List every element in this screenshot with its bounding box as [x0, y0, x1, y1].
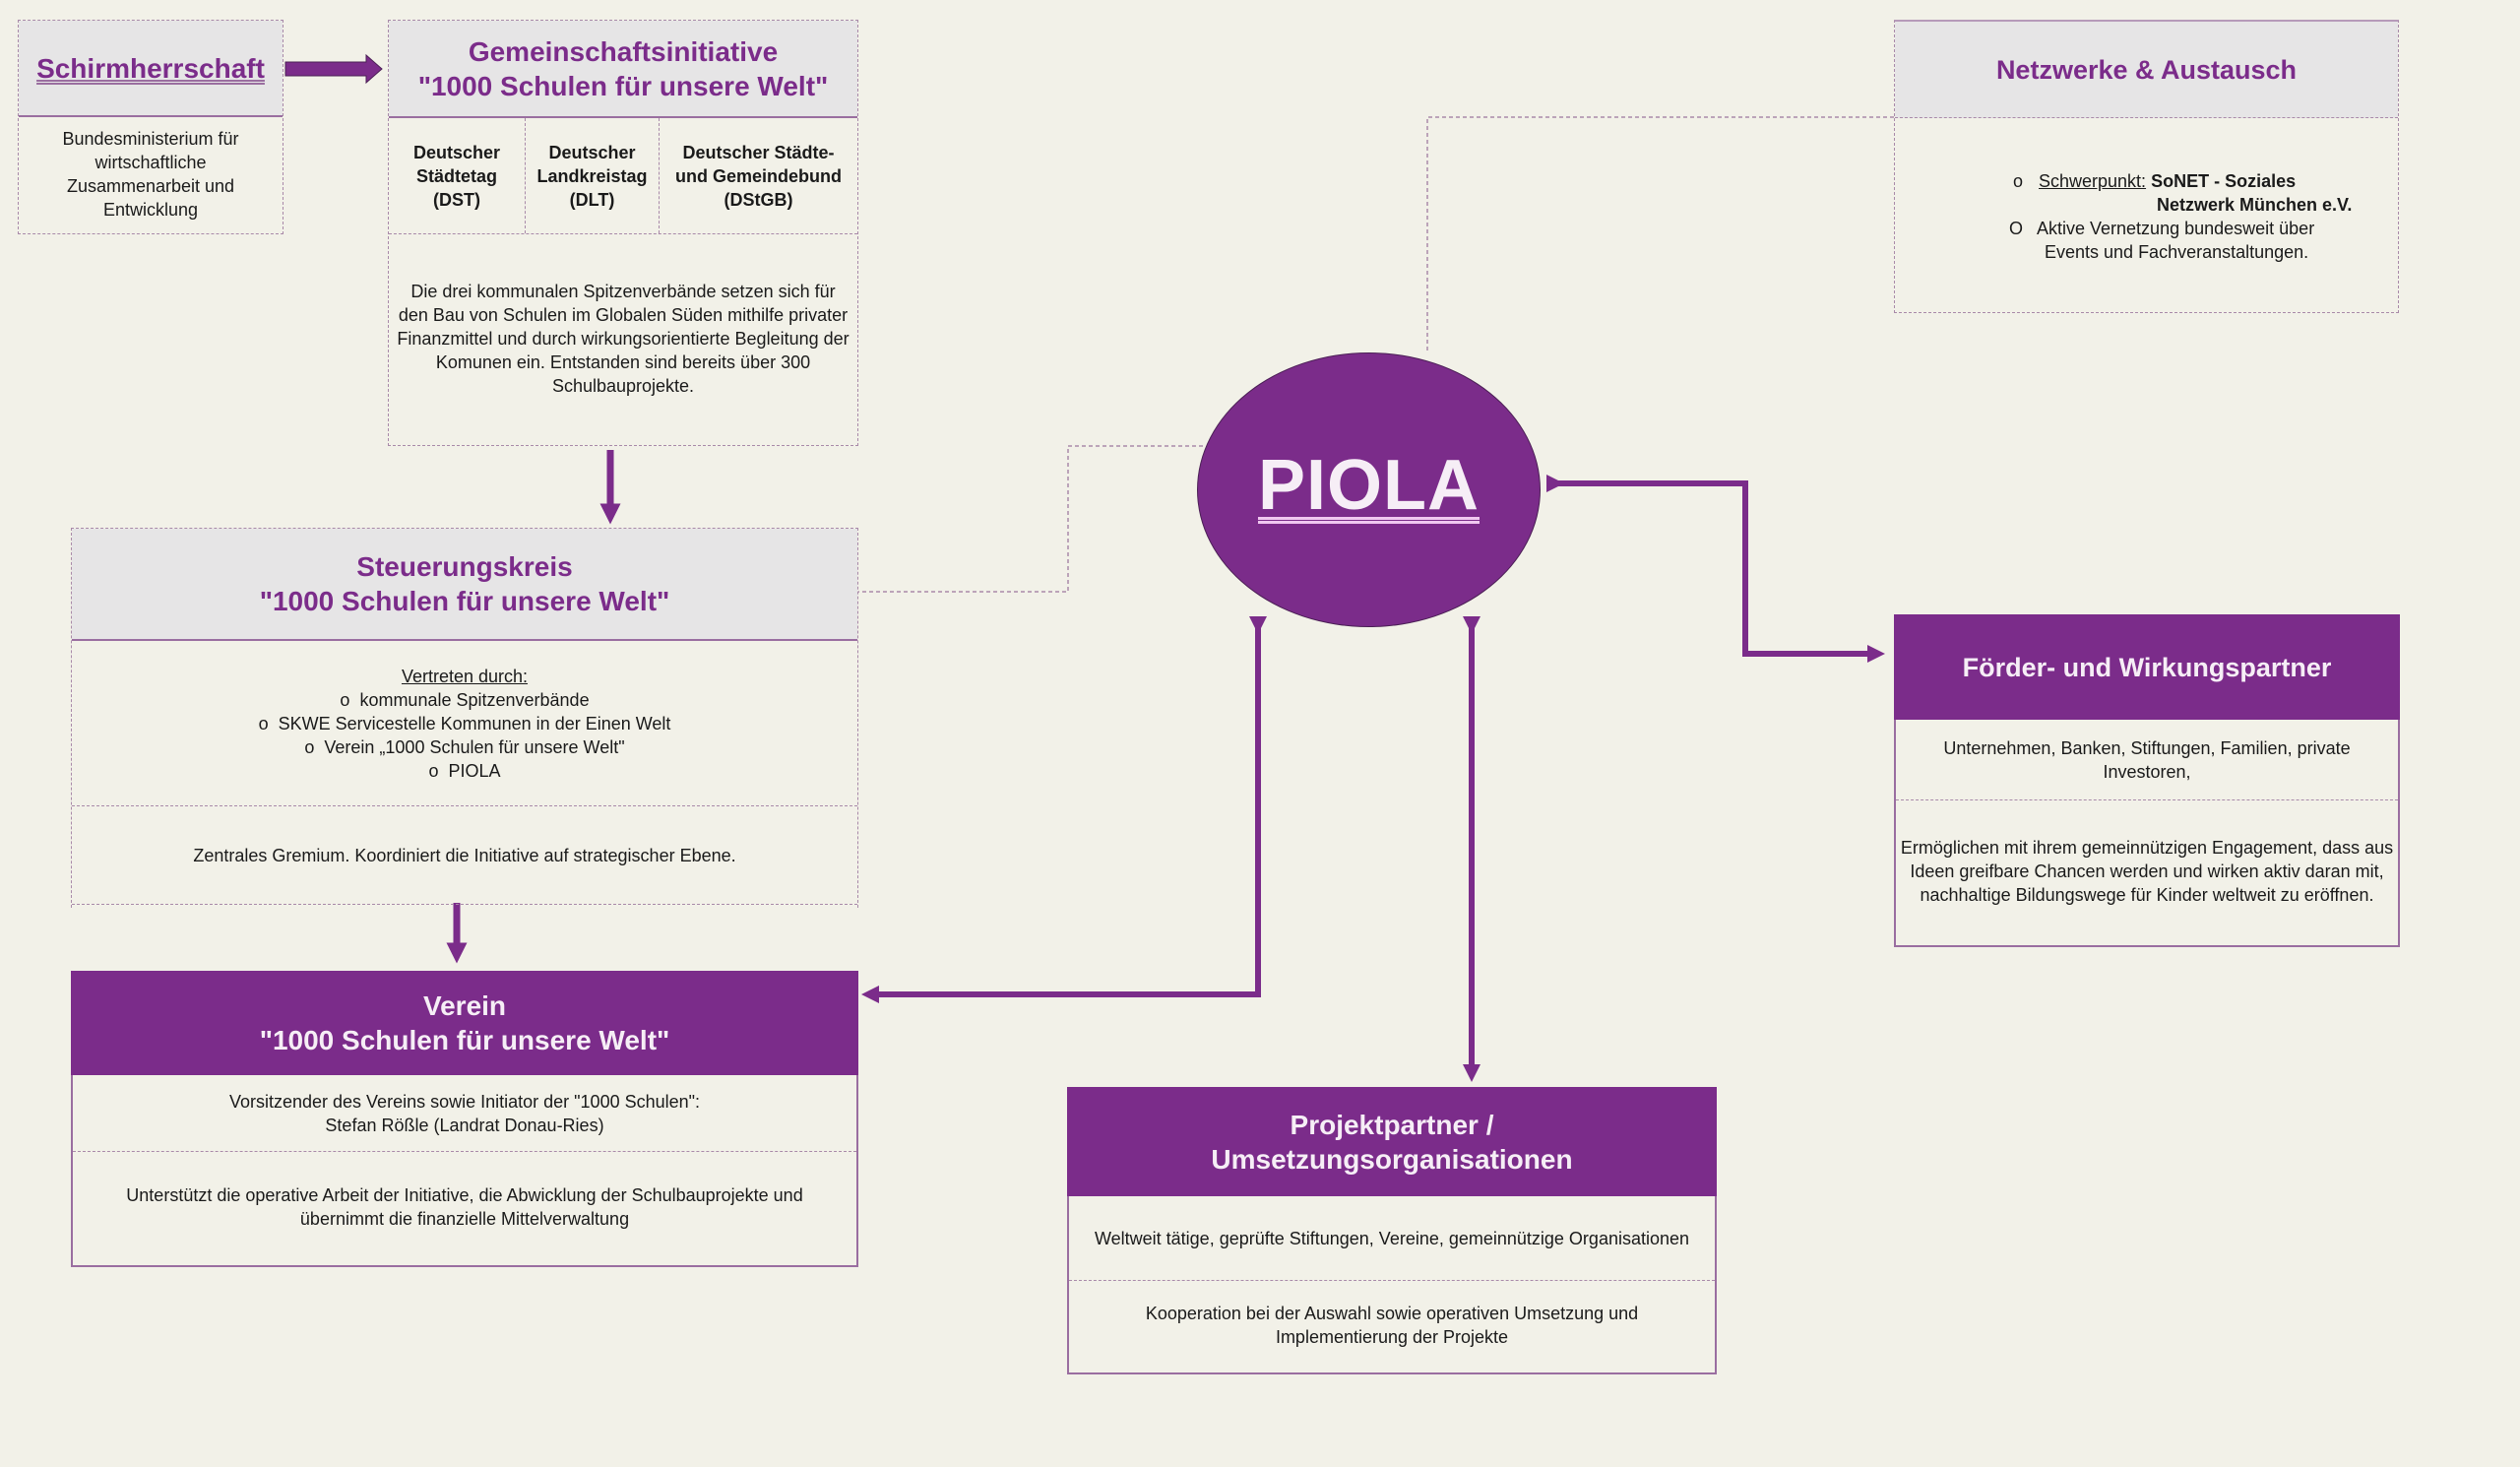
arrow-piola-foerder: [1546, 475, 1885, 663]
represented-item-label: Verein „1000 Schulen für unsere Welt": [324, 736, 625, 757]
arrow-schirmherrschaft-to-gemeinschaft: [284, 53, 383, 85]
verein-box: Verein "1000 Schulen für unsere Welt" Vo…: [71, 971, 858, 1267]
netzwerke-box: Netzwerke & Austausch o Schwerpunkt: SoNE…: [1894, 20, 2399, 313]
verein-body: Unterstützt die operative Arbeit der Ini…: [126, 1185, 803, 1229]
projektpartner-row2: Kooperation bei der Auswahl sowie operat…: [1145, 1304, 1639, 1347]
gemeinschaftsinitiative-title-line2: "1000 Schulen für unsere Welt": [417, 70, 829, 101]
verein-chair: Vorsitzender des Vereins sowie Initiator…: [73, 1075, 856, 1152]
member-dlt: Deutscher Landkreistag (DLT): [526, 118, 660, 233]
netzwerke-bullet2-line2: Events und Fachveranstaltungen.: [2045, 242, 2309, 262]
piola-node: PIOLA: [1197, 352, 1541, 627]
projektpartner-row1: Weltweit tätige, geprüfte Stiftungen, Ve…: [1069, 1196, 1715, 1281]
gemeinschaftsinitiative-header: Gemeinschaftsinitiative "1000 Schulen fü…: [389, 21, 857, 118]
projektpartner-title-line1: Projektpartner /: [1290, 1109, 1494, 1140]
netzwerke-bullet-2: O Aktive Vernetzung bundesweit über: [2009, 217, 2314, 240]
member-dst-line3: (DST): [433, 189, 480, 210]
foerder-row1: Unternehmen, Banken, Stiftungen, Familie…: [1896, 720, 2398, 800]
netzwerke-body: o Schwerpunkt: SoNET - Soziales Netzwerk …: [1895, 118, 2398, 311]
netzwerke-focus-line2: Netzwerk München e.V.: [2157, 195, 2353, 215]
represented-item-label: PIOLA: [448, 760, 501, 781]
steuerungskreis-title-line1: Steuerungskreis: [356, 551, 573, 582]
steuerungskreis-header: Steuerungskreis "1000 Schulen für unsere…: [72, 529, 857, 641]
represented-label: Vertreten durch:: [401, 666, 529, 686]
schirmherrschaft-title: Schirmherrschaft: [36, 52, 265, 84]
represented-item: o SKWE Servicestelle Kommunen in der Eine…: [259, 712, 671, 735]
foerder-box: Förder- und Wirkungspartner Unternehmen,…: [1894, 614, 2400, 947]
represented-list: Vertreten durch: o kommunale Spitzenverbä…: [72, 641, 857, 806]
member-dstgb-line2: und Gemeindebund: [675, 165, 842, 186]
steuerungskreis-title-line2: "1000 Schulen für unsere Welt": [259, 586, 670, 616]
member-dst-line2: Städtetag: [415, 165, 497, 186]
member-dlt-line1: Deutscher: [548, 142, 636, 162]
bullet-icon: o: [2013, 171, 2024, 191]
member-dlt-line3: (DLT): [569, 189, 615, 210]
verein-title-line2: "1000 Schulen für unsere Welt": [259, 1025, 670, 1055]
netzwerke-title: Netzwerke & Austausch: [1995, 54, 2298, 85]
verein-chair-line1: Vorsitzender des Vereins sowie Initiator…: [228, 1091, 701, 1112]
represented-item-label: SKWE Servicestelle Kommunen in der Einen…: [278, 713, 671, 734]
schirmherrschaft-body: Bundesministerium für wirtschaftliche Zu…: [62, 129, 239, 220]
netzwerke-focus-label: Schwerpunkt:: [2039, 171, 2147, 191]
bullet-icon: o: [428, 760, 439, 781]
projektpartner-header: Projektpartner / Umsetzungsorganisatione…: [1067, 1087, 1717, 1196]
member-dst-line1: Deutscher: [412, 142, 501, 162]
foerder-title: Förder- und Wirkungspartner: [1962, 652, 2332, 682]
steuerungskreis-body: Zentrales Gremium. Koordiniert die Initi…: [72, 806, 857, 905]
member-dstgb: Deutscher Städte- und Gemeindebund (DStG…: [660, 118, 857, 233]
represented-item: o kommunale Spitzenverbände: [340, 688, 589, 712]
arrow-piola-verein: [861, 616, 1267, 1003]
piola-label: PIOLA: [1257, 445, 1480, 525]
gemeinschaftsinitiative-body: Die drei kommunalen Spitzenverbände setz…: [397, 282, 850, 396]
verein-header: Verein "1000 Schulen für unsere Welt": [71, 971, 858, 1075]
member-row: Deutscher Städtetag (DST) Deutscher Land…: [389, 118, 857, 234]
foerder-header: Förder- und Wirkungspartner: [1894, 614, 2400, 720]
schirmherrschaft-header: Schirmherrschaft: [19, 21, 283, 117]
member-dstgb-line3: (DStGB): [724, 189, 793, 210]
represented-item: o PIOLA: [428, 759, 500, 783]
dashed-connector-piola-steuerungskreis: [858, 445, 1203, 593]
netzwerke-header: Netzwerke & Austausch: [1895, 22, 2398, 118]
netzwerke-focus-line1: SoNET - Soziales: [2151, 171, 2297, 191]
verein-chair-line2: Stefan Rößle (Landrat Donau-Ries): [325, 1115, 604, 1135]
represented-item: o Verein „1000 Schulen für unsere Welt": [304, 735, 624, 759]
bullet-icon: o: [258, 713, 269, 734]
gemeinschaftsinitiative-title-line1: Gemeinschaftsinitiative: [468, 35, 779, 67]
represented-item-label: kommunale Spitzenverbände: [359, 689, 590, 710]
netzwerke-bullet-1: o Schwerpunkt: SoNET - Soziales: [2013, 169, 2296, 193]
projektpartner-title-line2: Umsetzungsorganisationen: [1211, 1143, 1573, 1175]
schirmherrschaft-box: Schirmherrschaft Bundesministerium für w…: [18, 20, 284, 234]
bullet-icon: o: [340, 689, 350, 710]
dashed-connector-piola-netzwerke: [1426, 116, 1895, 351]
bullet-icon: o: [304, 736, 315, 757]
member-dstgb-line1: Deutscher Städte-: [682, 142, 835, 162]
member-dst: Deutscher Städtetag (DST): [389, 118, 526, 233]
verein-title-line1: Verein: [422, 990, 507, 1021]
projektpartner-box: Projektpartner / Umsetzungsorganisatione…: [1067, 1087, 1717, 1374]
netzwerke-bullet2-line1: Aktive Vernetzung bundesweit über: [2037, 219, 2315, 238]
gemeinschaftsinitiative-box: Gemeinschaftsinitiative "1000 Schulen fü…: [388, 20, 858, 446]
steuerungskreis-box: Steuerungskreis "1000 Schulen für unsere…: [71, 528, 858, 908]
bullet-icon: O: [2009, 219, 2024, 238]
member-dlt-line2: Landkreistag: [536, 165, 648, 186]
foerder-row2: Ermöglichen mit ihrem gemeinnützigen Eng…: [1900, 837, 2394, 905]
